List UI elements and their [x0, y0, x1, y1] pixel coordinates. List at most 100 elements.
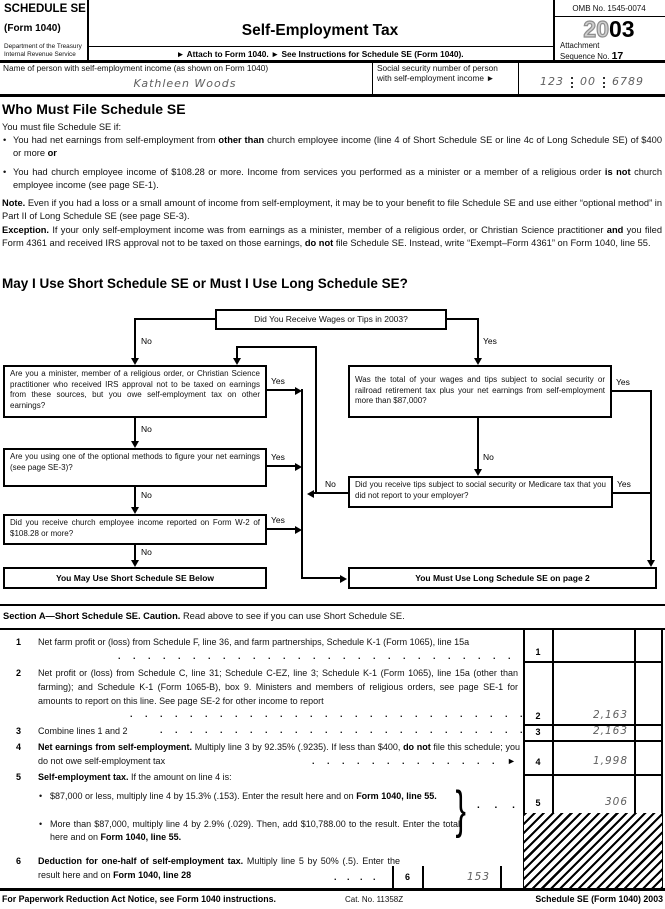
bullet2-bold: is not	[604, 167, 631, 177]
table-line	[500, 866, 502, 888]
line-4-dots: . . . . . . . . . . . . .	[312, 756, 496, 766]
line-6-bold1: Deduction for one-half of self-employmen…	[38, 856, 244, 866]
table-line	[634, 628, 636, 813]
flow-box-wages-text: Did You Receive Wages or Tips in 2003?	[254, 314, 408, 325]
line-1-leaders: . . . . . . . . . . . . . . . . . . . . …	[118, 651, 527, 661]
exception-label: Exception.	[2, 225, 50, 235]
rule	[0, 604, 665, 606]
bullet1-bold: other than	[218, 135, 265, 145]
flow-line	[134, 318, 215, 320]
flow-box-long-result: You Must Use Long Schedule SE on page 2	[348, 567, 657, 589]
amount-line-2[interactable]: 2,163	[592, 709, 628, 721]
paperwork-notice: For Paperwork Reduction Act Notice, see …	[2, 894, 276, 904]
bullet1-text: You had net earnings from self-employmen…	[13, 135, 219, 145]
rule	[372, 62, 373, 95]
flow-label-yes: Yes	[271, 452, 285, 462]
bullet2-text2: church employee income (see page SE-1).	[13, 167, 662, 190]
table-line	[523, 628, 525, 888]
flow-label-yes: Yes	[271, 376, 285, 386]
amount-line-4[interactable]: 1,998	[592, 755, 628, 767]
table-line	[523, 774, 662, 776]
table-line	[523, 661, 662, 663]
ssn-label-line1: Social security number of person	[377, 63, 498, 73]
bullet-icon: •	[3, 167, 7, 177]
line-4-text1: Multiply line 3 by 92.35% (.9235). If le…	[192, 742, 401, 752]
flow-label-yes: Yes	[617, 479, 631, 489]
bullet-icon: •	[3, 135, 7, 145]
flow-line	[613, 492, 652, 494]
flow-label-yes: Yes	[271, 515, 285, 525]
line-5-bullet2-bold: Form 1040, line 55.	[100, 832, 182, 842]
flow-box-wages-total: Was the total of your wages and tips sub…	[348, 365, 612, 418]
line-4-bold2: do not	[403, 742, 431, 752]
line-5-bullet1-text: $87,000 or less, multiply line 4 by 15.3…	[50, 791, 357, 801]
bullet2-text: You had church employee income of $108.2…	[13, 167, 605, 177]
year-prefix: 20	[583, 16, 610, 42]
section-heading-who-must-file: Who Must File Schedule SE	[2, 101, 186, 117]
form-number: (Form 1040)	[4, 23, 61, 34]
rule	[0, 94, 665, 97]
line-4-number: 4	[16, 742, 22, 752]
bullet1-bold2: or	[47, 148, 57, 158]
line-6-bold2: Form 1040, line 28	[113, 869, 192, 880]
bullet1-text2: church employee income (line 4 of Short …	[13, 135, 662, 158]
amount-line-6[interactable]: 153	[466, 871, 490, 883]
ssn-field[interactable]: 123 00 6789	[524, 75, 660, 88]
flow-label-yes: Yes	[616, 377, 630, 387]
ssn-part2[interactable]: 00	[580, 75, 596, 88]
flow-label-no: No	[141, 336, 152, 346]
agency-line2: Internal Revenue Service	[4, 51, 76, 58]
ssn-part1[interactable]: 123	[540, 75, 564, 88]
flow-line	[134, 318, 136, 359]
rule	[0, 888, 665, 891]
table-line	[523, 740, 662, 742]
bullet-icon: •	[39, 819, 43, 829]
amount-line-3[interactable]: 2,163	[592, 725, 628, 737]
line-3-number: 3	[16, 726, 22, 736]
catalog-number: Cat. No. 11358Z	[345, 895, 404, 904]
flow-label-no: No	[141, 490, 152, 500]
line-number-5: 5	[535, 798, 541, 808]
flow-label-no: No	[141, 547, 152, 557]
flow-arrow-right	[295, 526, 302, 534]
flow-box-minister: Are you a minister, member of a religiou…	[3, 365, 267, 418]
line-6-cell-number: 6	[404, 872, 410, 882]
flow-box-long-result-text: You Must Use Long Schedule SE on page 2	[415, 572, 590, 583]
flow-line	[134, 418, 136, 442]
note-label: Note.	[2, 198, 26, 208]
flow-line	[134, 545, 136, 562]
line-4-leaders: . . . . . . . . . . . . . ►	[312, 756, 517, 766]
ssn-separator	[571, 76, 573, 88]
flow-line	[477, 318, 479, 359]
bullet-icon: •	[39, 791, 43, 801]
line-3-text: Combine lines 1 and 2	[38, 726, 128, 736]
line-number-4: 4	[535, 757, 541, 767]
flow-line	[267, 389, 296, 391]
rule	[553, 0, 555, 62]
line-6-leaders: . . . .	[334, 872, 377, 882]
line-4-text2: file this schedule; you do not owe self-…	[38, 742, 520, 766]
line-5-bullet2: • More than $87,000, multiply line 4 by …	[39, 818, 460, 844]
footer-form-id: Schedule SE (Form 1040) 2003	[535, 894, 663, 904]
section-heading-flowchart: May I Use Short Schedule SE or Must I Us…	[2, 276, 408, 291]
flow-box-short-result-text: You May Use Short Schedule SE Below	[55, 572, 215, 583]
intro-text: You must file Schedule SE if:	[2, 122, 122, 132]
name-label: Name of person with self-employment inco…	[3, 63, 269, 73]
flow-label-no: No	[483, 452, 494, 462]
bullet-item: • You had net earnings from self-employm…	[2, 134, 662, 160]
attachment-label: Attachment	[560, 41, 600, 50]
ssn-part3[interactable]: 6789	[612, 75, 644, 88]
name-field[interactable]: Kathleen Woods	[133, 77, 237, 90]
amount-line-5[interactable]: 306	[604, 796, 628, 808]
flow-line	[447, 318, 479, 320]
sequence-text: Sequence No.	[560, 52, 612, 61]
flow-line	[301, 389, 303, 579]
flow-arrow-down	[233, 358, 241, 365]
exception-text2: you filed Form 4361 and received IRS app…	[2, 225, 662, 248]
rule	[0, 628, 665, 630]
flow-arrow-down	[131, 560, 139, 567]
exception-bold2: do not	[304, 238, 334, 248]
flow-label-no: No	[325, 479, 336, 489]
rule	[87, 0, 89, 62]
flow-arrow-right	[295, 463, 302, 471]
